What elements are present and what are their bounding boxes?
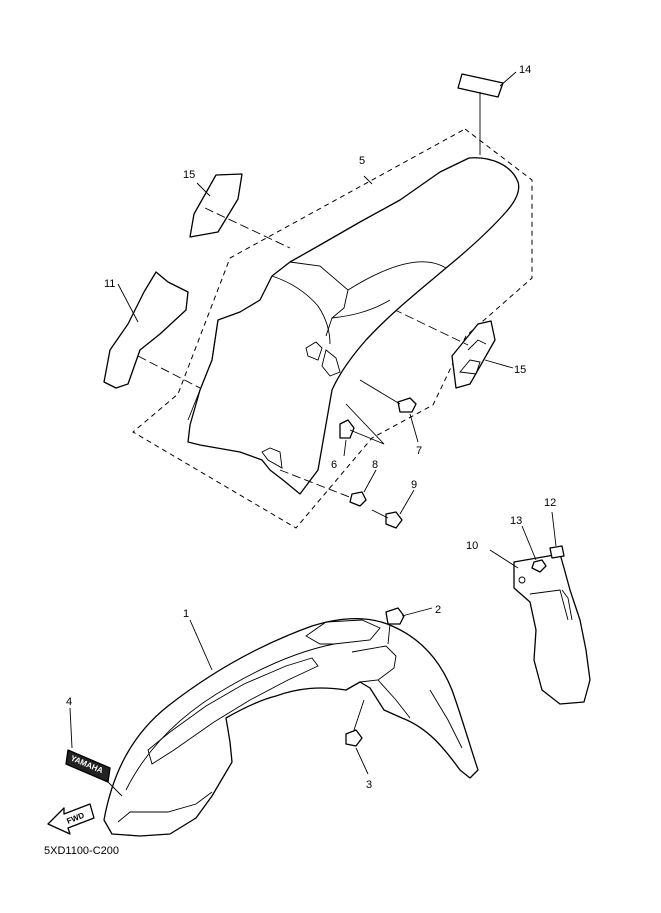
callout-5: 5 <box>359 155 365 167</box>
fender-clip <box>305 341 323 361</box>
callout-4: 4 <box>66 696 72 708</box>
leader-15-left <box>196 182 211 197</box>
part-14-strip <box>457 73 504 98</box>
fender-bracket <box>321 349 341 377</box>
bolt-7-shaft <box>359 379 401 405</box>
leader-13 <box>521 525 537 561</box>
leader-12 <box>551 511 557 547</box>
callout-6: 6 <box>331 459 337 471</box>
part-12-screw <box>549 545 565 559</box>
leader-11 <box>117 283 139 323</box>
part-2-collar <box>385 607 405 625</box>
mud-flap-rib <box>561 589 573 621</box>
callout-2: 2 <box>435 604 441 616</box>
nut-dashed-guide <box>345 403 385 445</box>
collar-guide <box>387 623 391 645</box>
callout-12: 12 <box>544 497 556 509</box>
decal-pattern <box>459 339 487 375</box>
callout-15-left: 15 <box>183 169 195 181</box>
mud-flap-hole <box>518 576 526 584</box>
leader-4 <box>69 707 73 749</box>
fender-mount-bracket <box>351 645 397 683</box>
leader-15-right <box>484 359 514 369</box>
part-7-bolt <box>397 397 417 413</box>
fender-rib-2 <box>347 261 447 291</box>
fender-underside-edge <box>377 679 411 719</box>
part-1-front-fender <box>103 617 479 837</box>
part-15-decal-left <box>189 173 243 238</box>
mud-flap-fold <box>529 589 569 621</box>
callout-10: 10 <box>466 540 478 552</box>
fender-mount-plate <box>305 619 381 645</box>
fender-inner-edge <box>271 275 331 345</box>
callout-3: 3 <box>366 779 372 791</box>
leader-14 <box>499 71 517 87</box>
leader-10 <box>489 549 519 569</box>
leader-15-left-dashed <box>204 207 291 249</box>
fender-outer-edge <box>429 689 463 749</box>
leader-9 <box>399 489 415 515</box>
part-3-bolt <box>345 729 363 747</box>
leader-2 <box>401 607 433 617</box>
part-8-collar <box>349 491 367 507</box>
callout-15-right: 15 <box>514 364 526 376</box>
part-5-rear-fender <box>187 157 520 495</box>
fender-rib-3 <box>331 299 391 319</box>
fender-ridge-2 <box>147 657 319 765</box>
rear-fender-group-outline <box>132 128 533 529</box>
flap-fold <box>127 349 141 385</box>
part-13-washer <box>531 559 547 573</box>
fender-ridge-1 <box>125 643 335 791</box>
fender-tab <box>261 447 283 469</box>
part-10-mud-flap <box>513 553 591 705</box>
part-9-screw <box>385 511 403 529</box>
leader-6 <box>343 439 347 457</box>
bolt-3-shaft <box>353 699 365 731</box>
callout-8: 8 <box>372 459 378 471</box>
fender-left-edge <box>187 319 219 421</box>
fender-rib-1 <box>289 261 349 337</box>
callout-9: 9 <box>411 479 417 491</box>
part-11-side-flap <box>103 271 189 389</box>
part-6-nut <box>339 419 355 439</box>
callout-13: 13 <box>510 515 522 527</box>
fender-front-edge <box>117 791 213 823</box>
leader-1 <box>189 619 213 671</box>
callout-11: 11 <box>104 278 115 290</box>
callout-1: 1 <box>183 608 189 620</box>
leader-3 <box>355 747 369 775</box>
part-15-decal-right <box>451 320 496 389</box>
screw-9-shaft <box>371 509 389 519</box>
leader-8 <box>363 469 377 493</box>
leader-11-dashed <box>137 355 201 389</box>
callout-14: 14 <box>519 64 531 76</box>
leader-4-to-fender <box>105 779 123 797</box>
diagram-code: 5XD1100-C200 <box>44 845 119 857</box>
callout-7: 7 <box>416 445 422 457</box>
fwd-arrow-icon <box>47 803 95 835</box>
leader-7 <box>409 413 419 443</box>
leader-5 <box>363 175 373 185</box>
